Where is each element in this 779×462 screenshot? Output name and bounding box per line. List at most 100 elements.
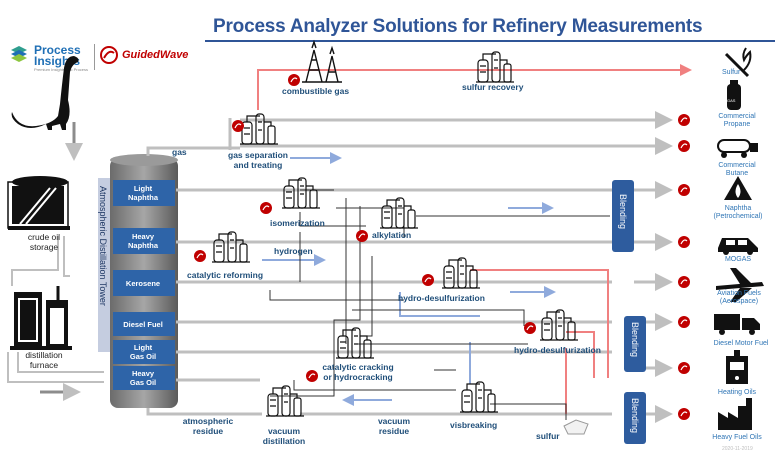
- dinosaur-icon: [11, 56, 79, 130]
- product-propane-line2: Propane: [723, 121, 751, 128]
- analyzer-marker-icon: [678, 184, 690, 196]
- product-naphtha-line2: (Petrochemical): [713, 213, 763, 220]
- sulfur-byproduct-label: sulfur: [536, 431, 560, 441]
- product-heating-oils-label: Heating Oils: [717, 389, 757, 396]
- hydro-desulfurization-1-label: hydro-desulfurization: [398, 293, 485, 303]
- distillation-furnace-icon: [10, 286, 72, 350]
- analyzer-marker-icon: [422, 274, 434, 286]
- title-underline: [205, 40, 775, 42]
- analyzer-marker-icon: [306, 370, 318, 382]
- hydro-desulfurization-2-unit-icon: [540, 309, 578, 341]
- blending-label-top: Blending: [618, 194, 628, 230]
- vacuum-residue-line2: residue: [378, 426, 410, 436]
- hydro-desulfurization-1-unit-icon: [442, 257, 480, 289]
- gas-label: gas: [172, 147, 187, 157]
- product-heavy-fuel-label: Heavy Fuel Oils: [712, 434, 762, 441]
- visbreaking-unit-icon: [460, 381, 498, 413]
- process-insights-word-1: Process: [34, 43, 81, 57]
- blending-box-middle: [624, 316, 646, 372]
- atmospheric-residue-line1: atmospheric: [182, 416, 234, 426]
- mogas-car-icon: [718, 238, 758, 255]
- catalytic-cracking-unit-icon: [336, 327, 374, 359]
- catalytic-cracking-line1: catalytic cracking: [322, 362, 394, 372]
- crude-oil-storage-label: crude oil storage: [14, 232, 74, 252]
- catalytic-cracking-line2: or hydrocracking: [323, 372, 393, 382]
- guided-wave-mark-icon: [100, 46, 118, 64]
- heavy-fuel-factory-icon: [718, 398, 752, 430]
- sulfur-recovery-label: sulfur recovery: [462, 82, 524, 92]
- footer-date: 2020-11-2019: [722, 446, 753, 452]
- page-title: Process Analyzer Solutions for Refinery …: [213, 16, 703, 37]
- alkylation-label: alkylation: [372, 230, 412, 240]
- diesel-truck-icon: [714, 314, 760, 335]
- analyzer-marker-icon: [260, 202, 272, 214]
- analyzer-marker-icon: [678, 276, 690, 288]
- sulfur-recovery-unit-icon: [476, 51, 514, 83]
- product-aviation-label: Aviation Fuels (Aerospace): [704, 290, 774, 306]
- process-insights-mark-icon: [11, 46, 27, 62]
- crude-oil-storage-line2: storage: [29, 242, 59, 252]
- product-butane-label: Commercial Butane: [712, 162, 762, 178]
- analyzer-marker-icon: [678, 236, 690, 248]
- analyzer-marker-icon: [678, 140, 690, 152]
- gas-separation-line2: and treating: [233, 160, 283, 170]
- catalytic-reforming-label: catalytic reforming: [187, 270, 264, 280]
- naphtha-flame-icon: [724, 176, 752, 200]
- analyzer-marker-icon: [678, 316, 690, 328]
- product-aviation-line1: Aviation Fuels: [717, 290, 761, 297]
- propane-cylinder-icon: [727, 80, 741, 110]
- analyzer-marker-icon: [524, 322, 536, 334]
- analyzer-marker-icon: [288, 74, 300, 86]
- sulfur-lump-icon: [563, 419, 589, 435]
- blending-label-bottom: Blending: [630, 398, 640, 434]
- analyzer-marker-icon: [678, 114, 690, 126]
- analyzer-marker-icon: [194, 250, 206, 262]
- aviation-plane-icon: [716, 268, 764, 302]
- product-propane-line1: Commercial: [718, 113, 756, 120]
- gas-separation-line1: gas separation: [228, 150, 288, 160]
- catalytic-cracking-label: catalytic cracking or hydrocracking: [318, 362, 398, 382]
- blending-box-bottom: [624, 392, 646, 444]
- alkylation-unit-icon: [380, 197, 418, 229]
- atmospheric-residue-line2: residue: [192, 426, 224, 436]
- blending-box-top: [612, 180, 634, 252]
- analyzer-marker-icon: [232, 120, 244, 132]
- product-sulfur-label: Sulfur: [722, 69, 741, 76]
- distillation-furnace-label: distillation furnace: [14, 350, 74, 370]
- analyzer-marker-icon: [678, 408, 690, 420]
- atmospheric-residue-label: atmospheric residue: [176, 416, 240, 436]
- gas-cylinder-label: GAS: [727, 98, 736, 103]
- vacuum-residue-line1: vacuum: [377, 416, 411, 426]
- product-butane-line1: Commercial: [718, 162, 756, 169]
- product-naphtha-label: Naphtha (Petrochemical): [706, 205, 770, 221]
- guided-wave-wordmark: GuidedWave: [122, 49, 189, 61]
- isomerization-label: isomerization: [270, 218, 325, 228]
- butane-tank-truck-icon: [717, 139, 758, 158]
- atmospheric-distillation-tower: [98, 154, 178, 408]
- analyzer-marker-icon: [678, 362, 690, 374]
- gas-separation-unit-icon: [240, 113, 278, 145]
- sulfur-match-icon: [724, 47, 752, 78]
- visbreaking-label: visbreaking: [450, 420, 498, 430]
- product-mogas-label: MOGAS: [724, 256, 752, 263]
- oil-derrick-icon: [302, 39, 342, 83]
- product-aviation-line2: (Aerospace): [719, 298, 759, 305]
- process-insights-tagline: Premium Insights into Process: [34, 67, 89, 72]
- hydro-desulfurization-2-label: hydro-desulfurization: [514, 345, 601, 355]
- vacuum-distillation-line1: vacuum: [267, 426, 301, 436]
- vacuum-distillation-unit-icon: [266, 385, 304, 417]
- blending-label-middle: Blending: [630, 322, 640, 358]
- isomerization-unit-icon: [282, 177, 320, 209]
- crude-oil-storage-icon: [7, 176, 70, 230]
- tower-caption: Atmospheric Distillation Tower: [98, 186, 108, 306]
- vacuum-distillation-label: vacuum distillation: [252, 426, 316, 446]
- product-naphtha-line1: Naphtha: [724, 205, 752, 212]
- vacuum-distillation-line2: distillation: [262, 436, 306, 446]
- combustible-gas-label: combustible gas: [282, 86, 350, 96]
- product-diesel-label: Diesel Motor Fuel: [713, 340, 769, 347]
- distillation-furnace-line2: furnace: [29, 360, 59, 370]
- vacuum-residue-label: vacuum residue: [362, 416, 426, 436]
- heating-oil-boiler-icon: [726, 350, 748, 384]
